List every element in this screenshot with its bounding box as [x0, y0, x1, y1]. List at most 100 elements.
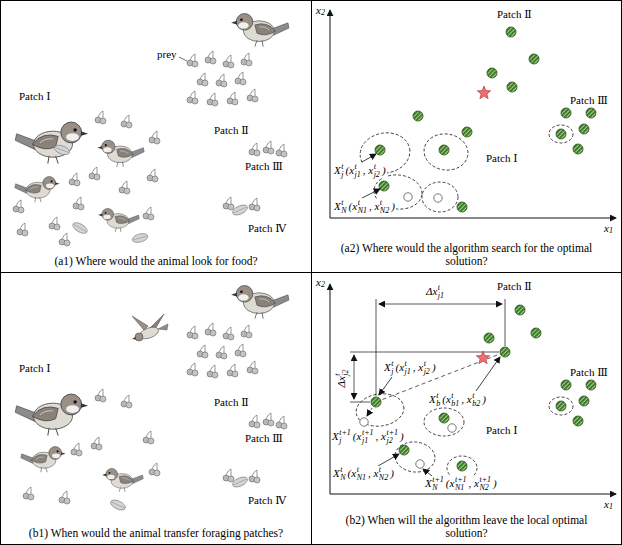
label-text: Patch Ⅲ — [570, 366, 608, 379]
axis-label: x2 — [315, 4, 326, 17]
label-text: X — [384, 361, 391, 374]
superscript: t+1 — [386, 429, 398, 437]
subscript: 2 — [321, 281, 325, 289]
subscript: N2 — [380, 207, 389, 215]
label-text: ) — [400, 430, 404, 443]
subscript: 1 — [609, 227, 613, 235]
superscript: t — [438, 284, 444, 292]
label-text: Patch Ⅱ — [214, 396, 249, 409]
script-stack: t+1N2 — [479, 476, 491, 491]
superscript: t+1 — [432, 476, 444, 484]
superscript: t — [341, 163, 343, 171]
label-text: x — [604, 222, 609, 235]
superscript: t — [355, 163, 361, 171]
subscript: 1 — [609, 503, 613, 511]
patch-label: Patch Ⅱ — [496, 8, 533, 21]
label-text: (x — [395, 361, 404, 374]
patch-label: Patch Ⅱ — [213, 124, 250, 137]
superscript: t — [391, 360, 393, 368]
formula-label: Xt+1N(xt+1N1, xt+1N2) — [424, 476, 498, 491]
script-stack: tN — [340, 466, 345, 481]
label-text: x — [316, 276, 321, 289]
label-text: Patch Ⅲ — [245, 160, 283, 173]
label-text: , x — [461, 393, 471, 406]
superscript: t+1 — [339, 429, 351, 437]
script-stack: tj — [391, 360, 393, 375]
label-text: prey — [157, 48, 177, 61]
superscript: t — [333, 369, 341, 375]
script-stack: tN2 — [379, 466, 388, 481]
label-text: x — [604, 498, 609, 511]
superscript: t — [472, 392, 480, 400]
panel-caption: (a2) Where would the algorithm search fo… — [312, 242, 621, 268]
label-text: x — [316, 4, 321, 17]
axis-label: x1 — [603, 498, 614, 511]
label-text: Patch Ⅲ — [245, 432, 283, 445]
superscript: t — [379, 466, 388, 474]
patch-label: Patch Ⅳ — [247, 494, 287, 507]
panel-frame: (a2) Where would the algorithm search fo… — [311, 0, 622, 273]
script-stack: tN2 — [380, 199, 389, 214]
label-text: Patch Ⅱ — [497, 280, 532, 293]
subscript: j — [339, 437, 351, 445]
label-text: Patch Ⅲ — [570, 94, 608, 107]
panel-caption: (b2) When will the algorithm leave the l… — [312, 514, 621, 540]
label-text: X — [425, 477, 432, 490]
label-text: ) — [382, 164, 386, 177]
script-stack: t+1j — [339, 429, 351, 444]
formula-label: Xtj(xtj1, xtj2) — [383, 360, 437, 375]
label-text: ) — [391, 200, 395, 213]
superscript: t — [374, 163, 380, 171]
superscript: t — [405, 360, 411, 368]
label-text: (x — [446, 477, 455, 490]
patch-label: Patch Ⅲ — [569, 94, 609, 107]
search-space-b2 — [330, 284, 616, 494]
superscript: t+1 — [455, 476, 467, 484]
subscript: b — [436, 400, 440, 408]
subscript: j2 — [341, 369, 349, 375]
label-text: Δx — [426, 285, 437, 298]
superscript: t — [436, 392, 440, 400]
label-text: X — [429, 393, 436, 406]
subscript: N — [340, 474, 345, 482]
script-stack: tj2 — [333, 369, 348, 375]
script-stack: tN1 — [357, 466, 366, 481]
panel-caption: (a1) Where would the animal look for foo… — [1, 255, 311, 268]
label-text: X — [333, 467, 340, 480]
label-text: X — [334, 164, 341, 177]
script-stack: t+1j2 — [386, 429, 398, 444]
label-text: ) — [482, 393, 486, 406]
formula-label: Xtb(xtb1, xtb2) — [428, 392, 487, 407]
script-stack: t+1j1 — [362, 429, 374, 444]
dimension-label: Δxtj2 — [333, 366, 348, 388]
subscript: b1 — [451, 400, 459, 408]
label-text: (x — [442, 393, 451, 406]
subscript: j1 — [362, 437, 374, 445]
label-text: Patch Ⅰ — [486, 152, 518, 165]
subscript: N1 — [357, 474, 366, 482]
script-stack: tb — [436, 392, 440, 407]
script-stack: tN1 — [358, 199, 367, 214]
label-text: Δx — [334, 376, 347, 387]
subscript: j2 — [374, 171, 380, 179]
label-text: Patch Ⅱ — [497, 8, 532, 21]
superscript: t — [340, 466, 345, 474]
subscript: j1 — [355, 171, 361, 179]
label-text: ) — [493, 477, 497, 490]
label-text: , x — [369, 200, 379, 213]
patch-label: Patch Ⅲ — [244, 160, 284, 173]
label-text: Patch Ⅱ — [214, 124, 249, 137]
label-text: Patch Ⅰ — [19, 90, 51, 103]
subscript: N — [341, 207, 346, 215]
superscript: t — [380, 199, 389, 207]
subscript: j1 — [438, 292, 444, 300]
subscript: N2 — [479, 484, 491, 492]
label-text: X — [334, 200, 341, 213]
patch-label: Patch Ⅱ — [213, 396, 250, 409]
subscript: j2 — [386, 437, 398, 445]
patch-label: Patch Ⅰ — [18, 362, 52, 375]
subscript: N1 — [358, 207, 367, 215]
formula-label: Xtj(xtj1, xtj2) — [333, 163, 387, 178]
label-text: (x — [349, 200, 358, 213]
